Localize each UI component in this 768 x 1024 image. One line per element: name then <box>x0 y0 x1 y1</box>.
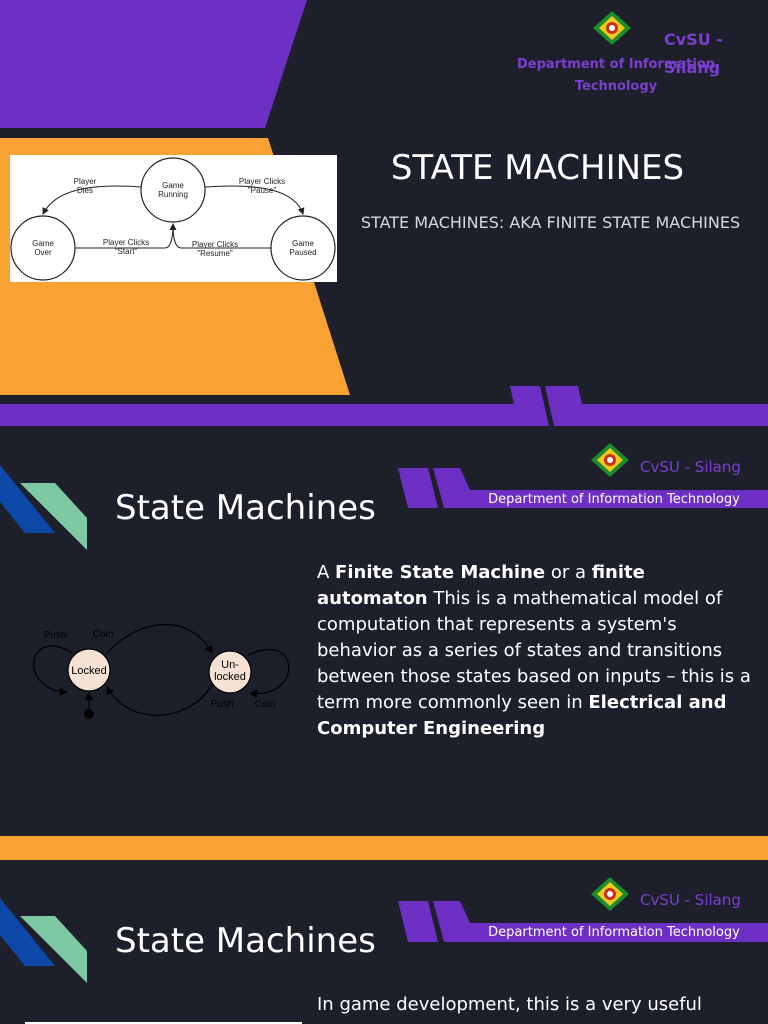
department-name: Department of Information Technology <box>488 925 740 940</box>
blue-stripe-shape <box>0 465 55 533</box>
turnstile-state-diagram: Locked Un- locked Push Coin Push Coin <box>33 624 290 719</box>
label-paused-1: Game <box>292 239 314 248</box>
mint-stripe-shape <box>20 483 87 550</box>
department-name: Department of Information Technology <box>516 57 716 94</box>
slide-3: CvSU - Silang Department of Information … <box>0 860 768 1024</box>
text-run: or a <box>545 562 592 583</box>
label-dies-1: Player <box>74 177 97 186</box>
loop-push <box>33 645 73 696</box>
label-running-1: Game <box>162 181 184 190</box>
slide-separator <box>0 836 768 860</box>
slide-1: CvSU - Silang Department of Information … <box>0 0 768 430</box>
brand-name: CvSU - Silang <box>640 458 741 476</box>
label-paused-2: Paused <box>289 248 316 257</box>
label-dies-2: Dies <box>77 186 93 195</box>
label-push-top: Push <box>44 630 67 641</box>
slide-1-subtitle: STATE MACHINES: AKA FINITE STATE MACHINE… <box>360 213 741 232</box>
label-running-2: Running <box>158 190 188 199</box>
bold-term-automaton: finite automaton <box>317 562 645 609</box>
label-start-2: "Start" <box>115 247 138 256</box>
purple-header-band <box>433 901 768 942</box>
image-edge <box>25 1022 302 1024</box>
bold-term-fsm: Finite State Machine <box>335 562 546 583</box>
game-state-diagram: Game Running Game Over Game Paused Playe… <box>10 155 337 282</box>
purple-slash-1 <box>398 901 438 942</box>
loop-coin <box>247 649 290 699</box>
department-name: Department of Information Technology <box>488 492 740 507</box>
label-over-2: Over <box>34 248 52 257</box>
purple-bottom-band-right <box>545 386 768 426</box>
label-push-bottom: Push <box>211 699 234 710</box>
text-run: A <box>317 562 336 583</box>
blue-stripe-shape <box>0 898 55 966</box>
label-coin-top: Coin <box>93 629 114 640</box>
cvsu-logo-icon <box>591 877 629 911</box>
bold-term-engineering: Electrical and Computer Engineering <box>317 692 727 739</box>
slide-2: CvSU - Silang Department of Information … <box>0 430 768 836</box>
label-pause-1: Player Clicks <box>239 177 285 186</box>
slide-2-background-shapes <box>0 465 768 550</box>
cvsu-logo-icon <box>593 11 631 45</box>
purple-corner-shape <box>0 0 307 128</box>
label-resume-1: Player Clicks <box>192 240 238 249</box>
mint-stripe-shape <box>20 916 87 983</box>
state-unlocked <box>208 650 252 694</box>
slide-3-heading: State Machines <box>115 921 376 961</box>
state-locked <box>67 648 111 692</box>
label-unlocked-1: Un- <box>221 659 239 671</box>
slide-2-heading: State Machines <box>115 488 376 528</box>
fsm-definition-text: A Finite State Machine or a finite autom… <box>317 560 753 742</box>
transition-dies <box>42 185 142 215</box>
label-over-1: Game <box>32 239 54 248</box>
transition-pause <box>204 185 305 215</box>
slide-3-background-shapes <box>0 898 768 1024</box>
label-unlocked-2: locked <box>214 671 246 683</box>
initial-state-dot <box>84 709 94 719</box>
label-locked: Locked <box>71 665 106 677</box>
label-start-1: Player Clicks <box>103 238 149 247</box>
brand-name: CvSU - Silang <box>640 891 741 909</box>
label-coin-bottom: Coin <box>255 699 276 710</box>
slide-1-title: STATE MACHINES <box>390 148 685 188</box>
transition-push <box>106 684 213 716</box>
label-resume-2: "Resume" <box>197 249 233 258</box>
state-game-running <box>140 157 206 223</box>
cvsu-logo-icon <box>591 443 629 477</box>
game-dev-text: In game development, this is a very usef… <box>317 994 702 1015</box>
brand-name: CvSU - Silang <box>664 30 723 77</box>
text-run: This is a mathematical model of computat… <box>317 588 751 713</box>
purple-slash-1 <box>398 468 438 508</box>
transition-resume <box>172 223 271 249</box>
transition-coin <box>106 624 213 655</box>
purple-header-band <box>433 468 768 508</box>
purple-bottom-band <box>0 386 549 426</box>
label-pause-2: "Pause" <box>248 186 277 195</box>
